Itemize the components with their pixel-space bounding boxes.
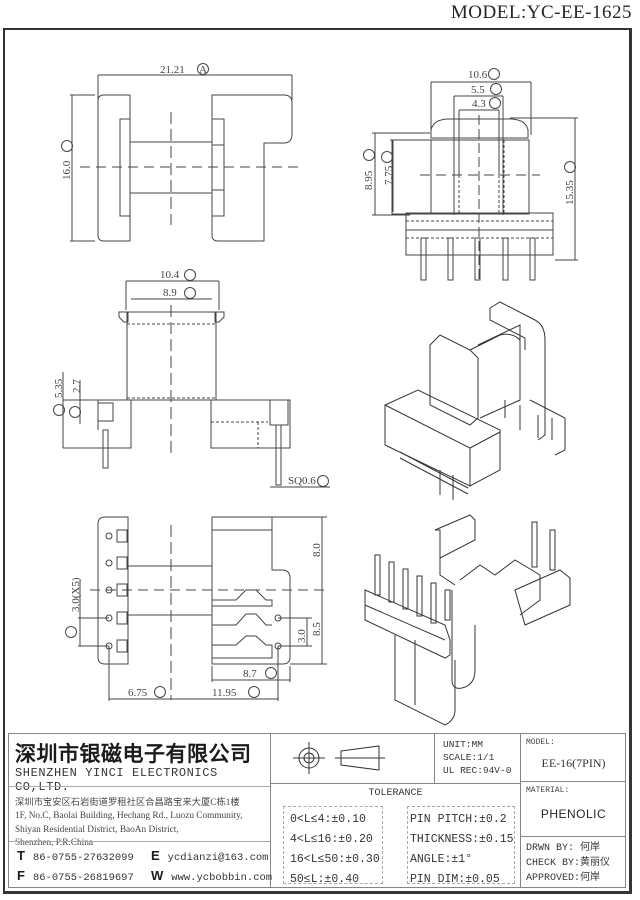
unit-cell: UNIT:MM SCALE:1/1 UL REC:94V-0 xyxy=(435,734,521,784)
phone-number: 86-0755-27632099 xyxy=(32,852,134,864)
drawn-by: DRWN BY: 何岸 xyxy=(526,843,601,854)
dim-m-value: 15.35 xyxy=(564,180,576,205)
approved-by: APPROVED:何岸 xyxy=(526,873,601,884)
dim-l-value: 7.75 xyxy=(383,165,395,185)
model-header: MODEL:YC-EE-1625 xyxy=(450,2,632,23)
dim-i-value: 5.5 xyxy=(471,84,485,96)
company-name-cn: 深圳市银磁电子有限公司 xyxy=(15,741,252,766)
tolerance-row: PIN DIM:±0.05 xyxy=(410,873,500,886)
material-label: MATERIAL: xyxy=(526,786,570,795)
company-address: 深圳市宝安区石岩街道罗租社区合昌路宝来大厦C栋1楼 1F, No.C, Baol… xyxy=(15,797,242,851)
address-line-3: Shenzhen, P.R.China xyxy=(15,838,93,849)
tolerance-row: THICKNESS:±0.15 xyxy=(410,833,514,846)
bottom-view: 3.0 8.0 8.5 8.7 6.75 11.95 3.0(X5) xyxy=(65,516,327,701)
fax-icon: F xyxy=(17,868,25,883)
tolerance-row: ANGLE:±1° xyxy=(410,853,473,866)
dim-f-value: 5.35 xyxy=(53,378,65,398)
pin-holes-left xyxy=(105,532,113,650)
model-label: MODEL: xyxy=(526,738,555,747)
dim-q-value: 8.7 xyxy=(243,668,257,680)
model-value: EE-16(7PIN) xyxy=(541,756,606,770)
tolerance-cell: TOLERANCE 0<L≤4:±0.10 4<L≤16:±0.20 16<L≤… xyxy=(271,784,521,888)
dim-a-value: 21.21 xyxy=(160,64,185,76)
front-pins xyxy=(420,237,536,281)
tolerance-title: TOLERANCE xyxy=(368,788,423,799)
tolerance-row: 4<L≤16:±0.20 xyxy=(290,833,373,846)
drawing-frame xyxy=(3,28,632,894)
dim-j-value: 4.3 xyxy=(472,98,486,110)
address-line-2: Shiyan Residential District, BaoAn Distr… xyxy=(15,824,179,835)
projection-symbol-cell xyxy=(271,734,435,784)
fax-number: 86-0755-26819697 xyxy=(32,872,134,884)
dim-b-value: 16.0 xyxy=(61,160,73,180)
email-address: ycdianzi@163.com xyxy=(167,852,269,864)
technical-drawing: 21.21 A 16.0 10.6 5.5 4.3 8.95 7.75 15.3… xyxy=(53,63,578,726)
ul-rating: UL REC:94V-0 xyxy=(443,765,512,776)
top-view: 21.21 A 16.0 xyxy=(61,63,300,242)
side-view: 10.4 8.9 5.35 2.7 SQ0.6 xyxy=(53,269,330,488)
address-line-1: 1F, No.C, Baolai Building, Hechang Rd., … xyxy=(15,811,243,822)
dim-k-value: 8.95 xyxy=(363,170,375,190)
dim-c-value: 10.4 xyxy=(160,269,180,281)
dim-g-value: SQ0.6 xyxy=(288,475,316,487)
dim-h-value: 10.6 xyxy=(468,69,488,81)
dim-n-value: 3.0(X5) xyxy=(70,577,82,612)
title-block: 深圳市银磁电子有限公司 SHENZHEN YINCI ELECTRONICS C… xyxy=(8,733,626,888)
model-cell: MODEL: EE-16(7PIN) xyxy=(521,734,626,782)
dim-d-value: 8.9 xyxy=(163,287,177,299)
tolerance-row: 0<L≤4:±0.10 xyxy=(290,813,366,826)
email-icon: E xyxy=(151,848,160,863)
isometric-view-bottom xyxy=(364,514,571,726)
tolerance-row: 50≤L:±0.40 xyxy=(290,873,360,886)
scale: SCALE:1/1 xyxy=(443,752,495,763)
material-value: PHENOLIC xyxy=(540,807,607,821)
front-view: 10.6 5.5 4.3 8.95 7.75 15.35 xyxy=(363,68,578,281)
checked-by: CHECK BY:黄丽仪 xyxy=(526,858,611,869)
tolerance-length-box: 0<L≤4:±0.10 4<L≤16:±0.20 16<L≤50:±0.30 5… xyxy=(283,806,383,886)
dim-p-value: 11.95 xyxy=(212,687,237,699)
dim-8-5-value: 8.5 xyxy=(311,622,323,636)
website-url: www.ycbobbin.com xyxy=(171,872,273,884)
fax: F 86-0755-26819697 xyxy=(17,868,134,884)
phone: T 86-0755-27632099 xyxy=(17,848,134,864)
dim-e-value: 2.7 xyxy=(71,379,83,393)
dim-o-value: 6.75 xyxy=(128,687,148,699)
tolerance-row: 16<L≤50:±0.30 xyxy=(290,853,380,866)
web-icon: W xyxy=(151,868,164,883)
dim-8-0-value: 8.0 xyxy=(311,543,323,557)
phone-icon: T xyxy=(17,848,25,863)
tolerance-other-box: PIN PITCH:±0.2 THICKNESS:±0.15 ANGLE:±1°… xyxy=(407,806,515,886)
iso-pins xyxy=(374,521,556,624)
material-cell: MATERIAL: PHENOLIC xyxy=(521,782,626,837)
company-name-en: SHENZHEN YINCI ELECTRONICS CO,LTD. xyxy=(15,766,218,794)
company-cell: 深圳市银磁电子有限公司 SHENZHEN YINCI ELECTRONICS C… xyxy=(9,734,272,888)
isometric-view-top xyxy=(384,301,566,500)
dim-a-tag: A xyxy=(199,64,207,76)
third-angle-projection-icon xyxy=(293,742,385,774)
tolerance-row: PIN PITCH:±0.2 xyxy=(410,813,507,826)
dim-3-value: 3.0 xyxy=(296,629,308,643)
unit: UNIT:MM xyxy=(443,739,483,750)
address-line-cn: 深圳市宝安区石岩街道罗租社区合昌路宝来大厦C栋1楼 xyxy=(15,798,240,808)
approval-cell: DRWN BY: 何岸 CHECK BY:黄丽仪 APPROVED:何岸 xyxy=(521,837,626,888)
